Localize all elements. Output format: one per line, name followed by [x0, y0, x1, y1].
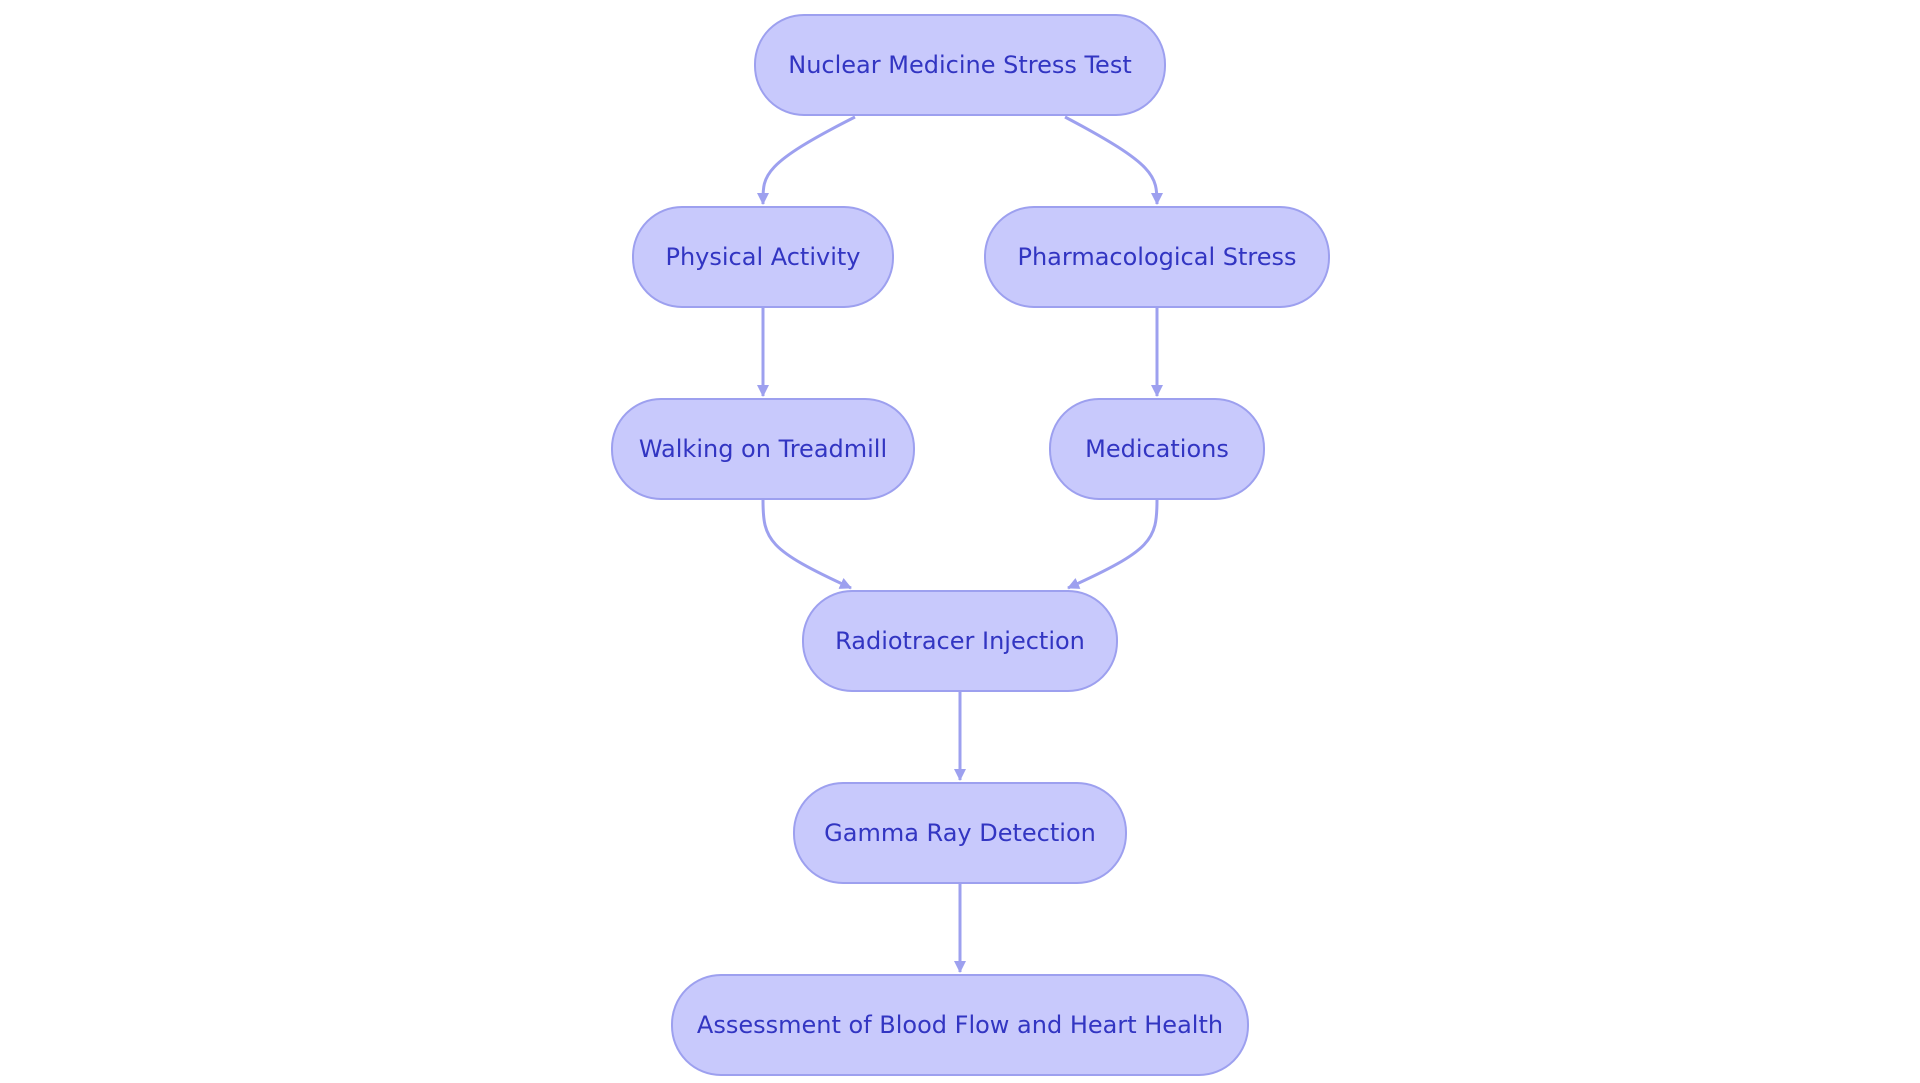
node-gamma-ray-detection: Gamma Ray Detection	[793, 782, 1127, 884]
edge-stress-test-to-pharmacological-stress	[1064, 115, 1163, 205]
node-medications: Medications	[1049, 398, 1265, 500]
node-assessment-of-blood-flow: Assessment of Blood Flow and Heart Healt…	[671, 974, 1249, 1076]
edge-medications-to-radiotracer	[1067, 499, 1159, 590]
node-walking-on-treadmill: Walking on Treadmill	[611, 398, 915, 500]
node-nuclear-medicine-stress-test: Nuclear Medicine Stress Test	[754, 14, 1166, 116]
node-radiotracer-injection: Radiotracer Injection	[802, 590, 1118, 692]
node-physical-activity: Physical Activity	[632, 206, 894, 308]
edge-treadmill-to-radiotracer	[761, 499, 852, 590]
edge-stress-test-to-physical-activity	[756, 115, 856, 205]
node-pharmacological-stress: Pharmacological Stress	[984, 206, 1330, 308]
